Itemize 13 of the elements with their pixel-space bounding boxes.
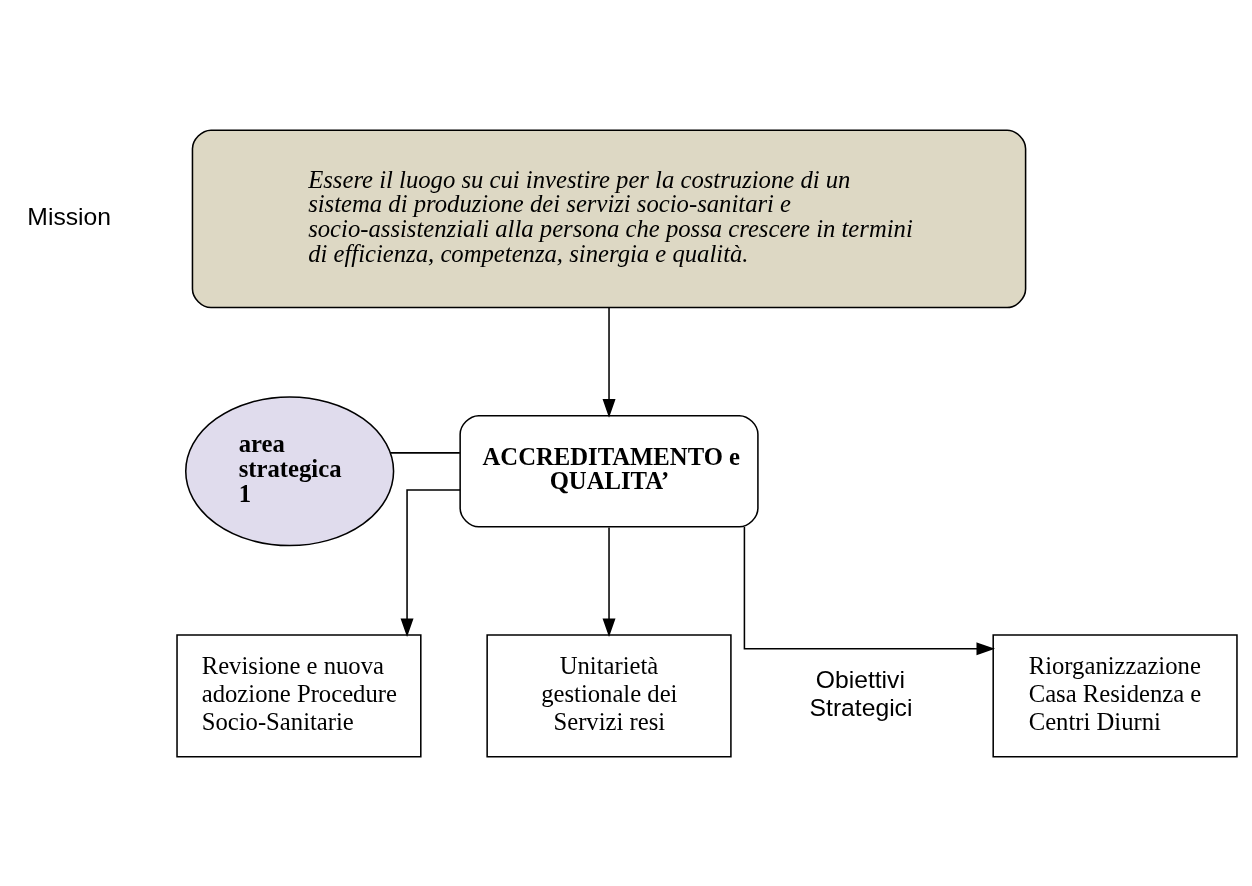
label: Mission — [27, 202, 112, 230]
arrow — [743, 525, 996, 655]
node-box: Riorganizzazione Casa Residenza e Centri Diurni — [992, 633, 1238, 758]
node-box: Revisione e nuova adozione Procedure Socio-Sanitarie — [176, 633, 422, 758]
arrow — [602, 306, 616, 418]
node-box: Essere il luogo su cui investire per la costruzione di un sistema di produzione dei servizi socio-sanitari e socio-assistenziali alla persona che possa crescere in termini di efficienza, competenza, sinergia e qualità. — [191, 128, 1027, 308]
connector — [389, 451, 461, 454]
label: Obiettivi Strategici — [809, 665, 913, 721]
node-box: ACCREDITAMENTO e QUALITA’ — [459, 414, 759, 528]
arrow — [602, 526, 616, 637]
arrow — [400, 488, 461, 637]
node-ellipse: area strategica 1 — [185, 395, 395, 546]
node-box: Unitarietà gestionale dei Servizi resi — [486, 633, 732, 758]
